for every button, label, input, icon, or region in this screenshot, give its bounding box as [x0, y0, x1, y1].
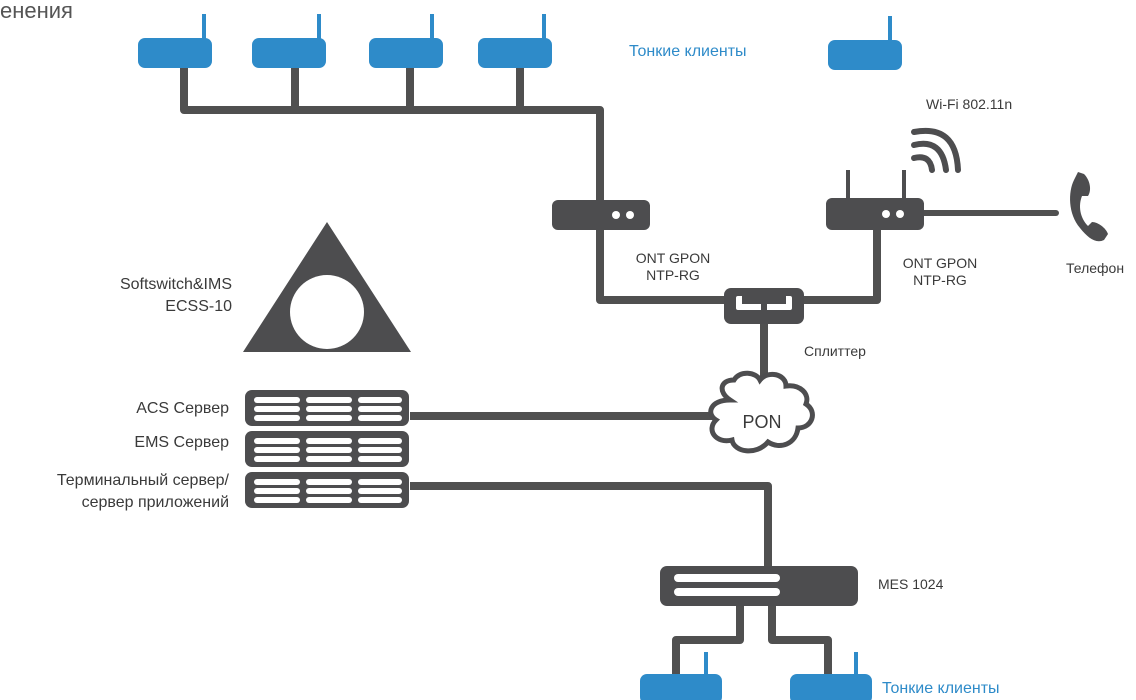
thin-client-bottom-1: [640, 652, 722, 700]
title-fragment: енения: [0, 0, 73, 23]
ont-right-device: [826, 170, 924, 230]
terminal-server-label-line1: Терминальный сервер/: [56, 472, 229, 489]
pon-cloud: [708, 370, 815, 454]
wifi-signal-icon: [911, 127, 961, 173]
terminal-server-label: Терминальный сервер/ сервер приложений: [0, 470, 229, 514]
ems-server-label: EMS Сервер: [134, 434, 229, 451]
thin-client-top-3: [369, 14, 443, 68]
ont-left-device: [552, 200, 650, 230]
thin-client-top-4: [478, 14, 552, 68]
softswitch-label-line2: ECSS-10: [165, 298, 232, 315]
top-client-bus-line: [180, 68, 604, 218]
thin-client-bottom-2: [790, 652, 872, 700]
wifi-label: Wi-Fi 802.11n: [926, 96, 1013, 112]
splitter-device: [724, 288, 804, 324]
softswitch-label-line1: Softswitch&IMS: [119, 276, 232, 293]
acs-server-label: ACS Сервер: [136, 400, 229, 417]
terminal-mes-line: [410, 482, 772, 568]
ont-right-splitter-line: [804, 230, 881, 304]
mes-client2-line: [768, 604, 832, 680]
ont-left-splitter-line: [596, 214, 724, 304]
mes-switch-device: [660, 566, 858, 606]
thin-client-top-1: [138, 14, 212, 68]
thin-clients-bottom-label: Тонкие клиенты: [882, 680, 1000, 697]
splitter-label: Сплиттер: [804, 343, 866, 359]
thin-client-top-wifi: [828, 16, 902, 70]
pon-label: PON: [742, 412, 782, 432]
ont-left-label: ONT GPON NTP-RG: [628, 250, 718, 284]
softswitch-label: Softswitch&IMS ECSS-10: [40, 274, 232, 318]
terminal-server-device: [245, 472, 409, 508]
ont-right-label-line2: NTP-RG: [913, 272, 967, 288]
mes-client1-line: [672, 604, 744, 680]
phone-icon: [1070, 172, 1108, 242]
terminal-server-label-line2: сервер приложений: [81, 494, 229, 511]
softswitch-ims-icon: [243, 222, 411, 352]
ems-server-device: [245, 431, 409, 467]
ont-left-label-line2: NTP-RG: [646, 267, 700, 283]
ont-right-label-line1: ONT GPON: [902, 255, 978, 271]
ont-right-label: ONT GPON NTP-RG: [895, 255, 985, 289]
acs-server-device: [245, 390, 409, 426]
ont-left-label-line1: ONT GPON: [635, 250, 711, 266]
thin-client-top-2: [252, 14, 326, 68]
thin-clients-top-label: Тонкие клиенты: [629, 43, 747, 60]
phone-label: Телефон: [1066, 260, 1125, 276]
mes-label: MES 1024: [878, 576, 944, 592]
